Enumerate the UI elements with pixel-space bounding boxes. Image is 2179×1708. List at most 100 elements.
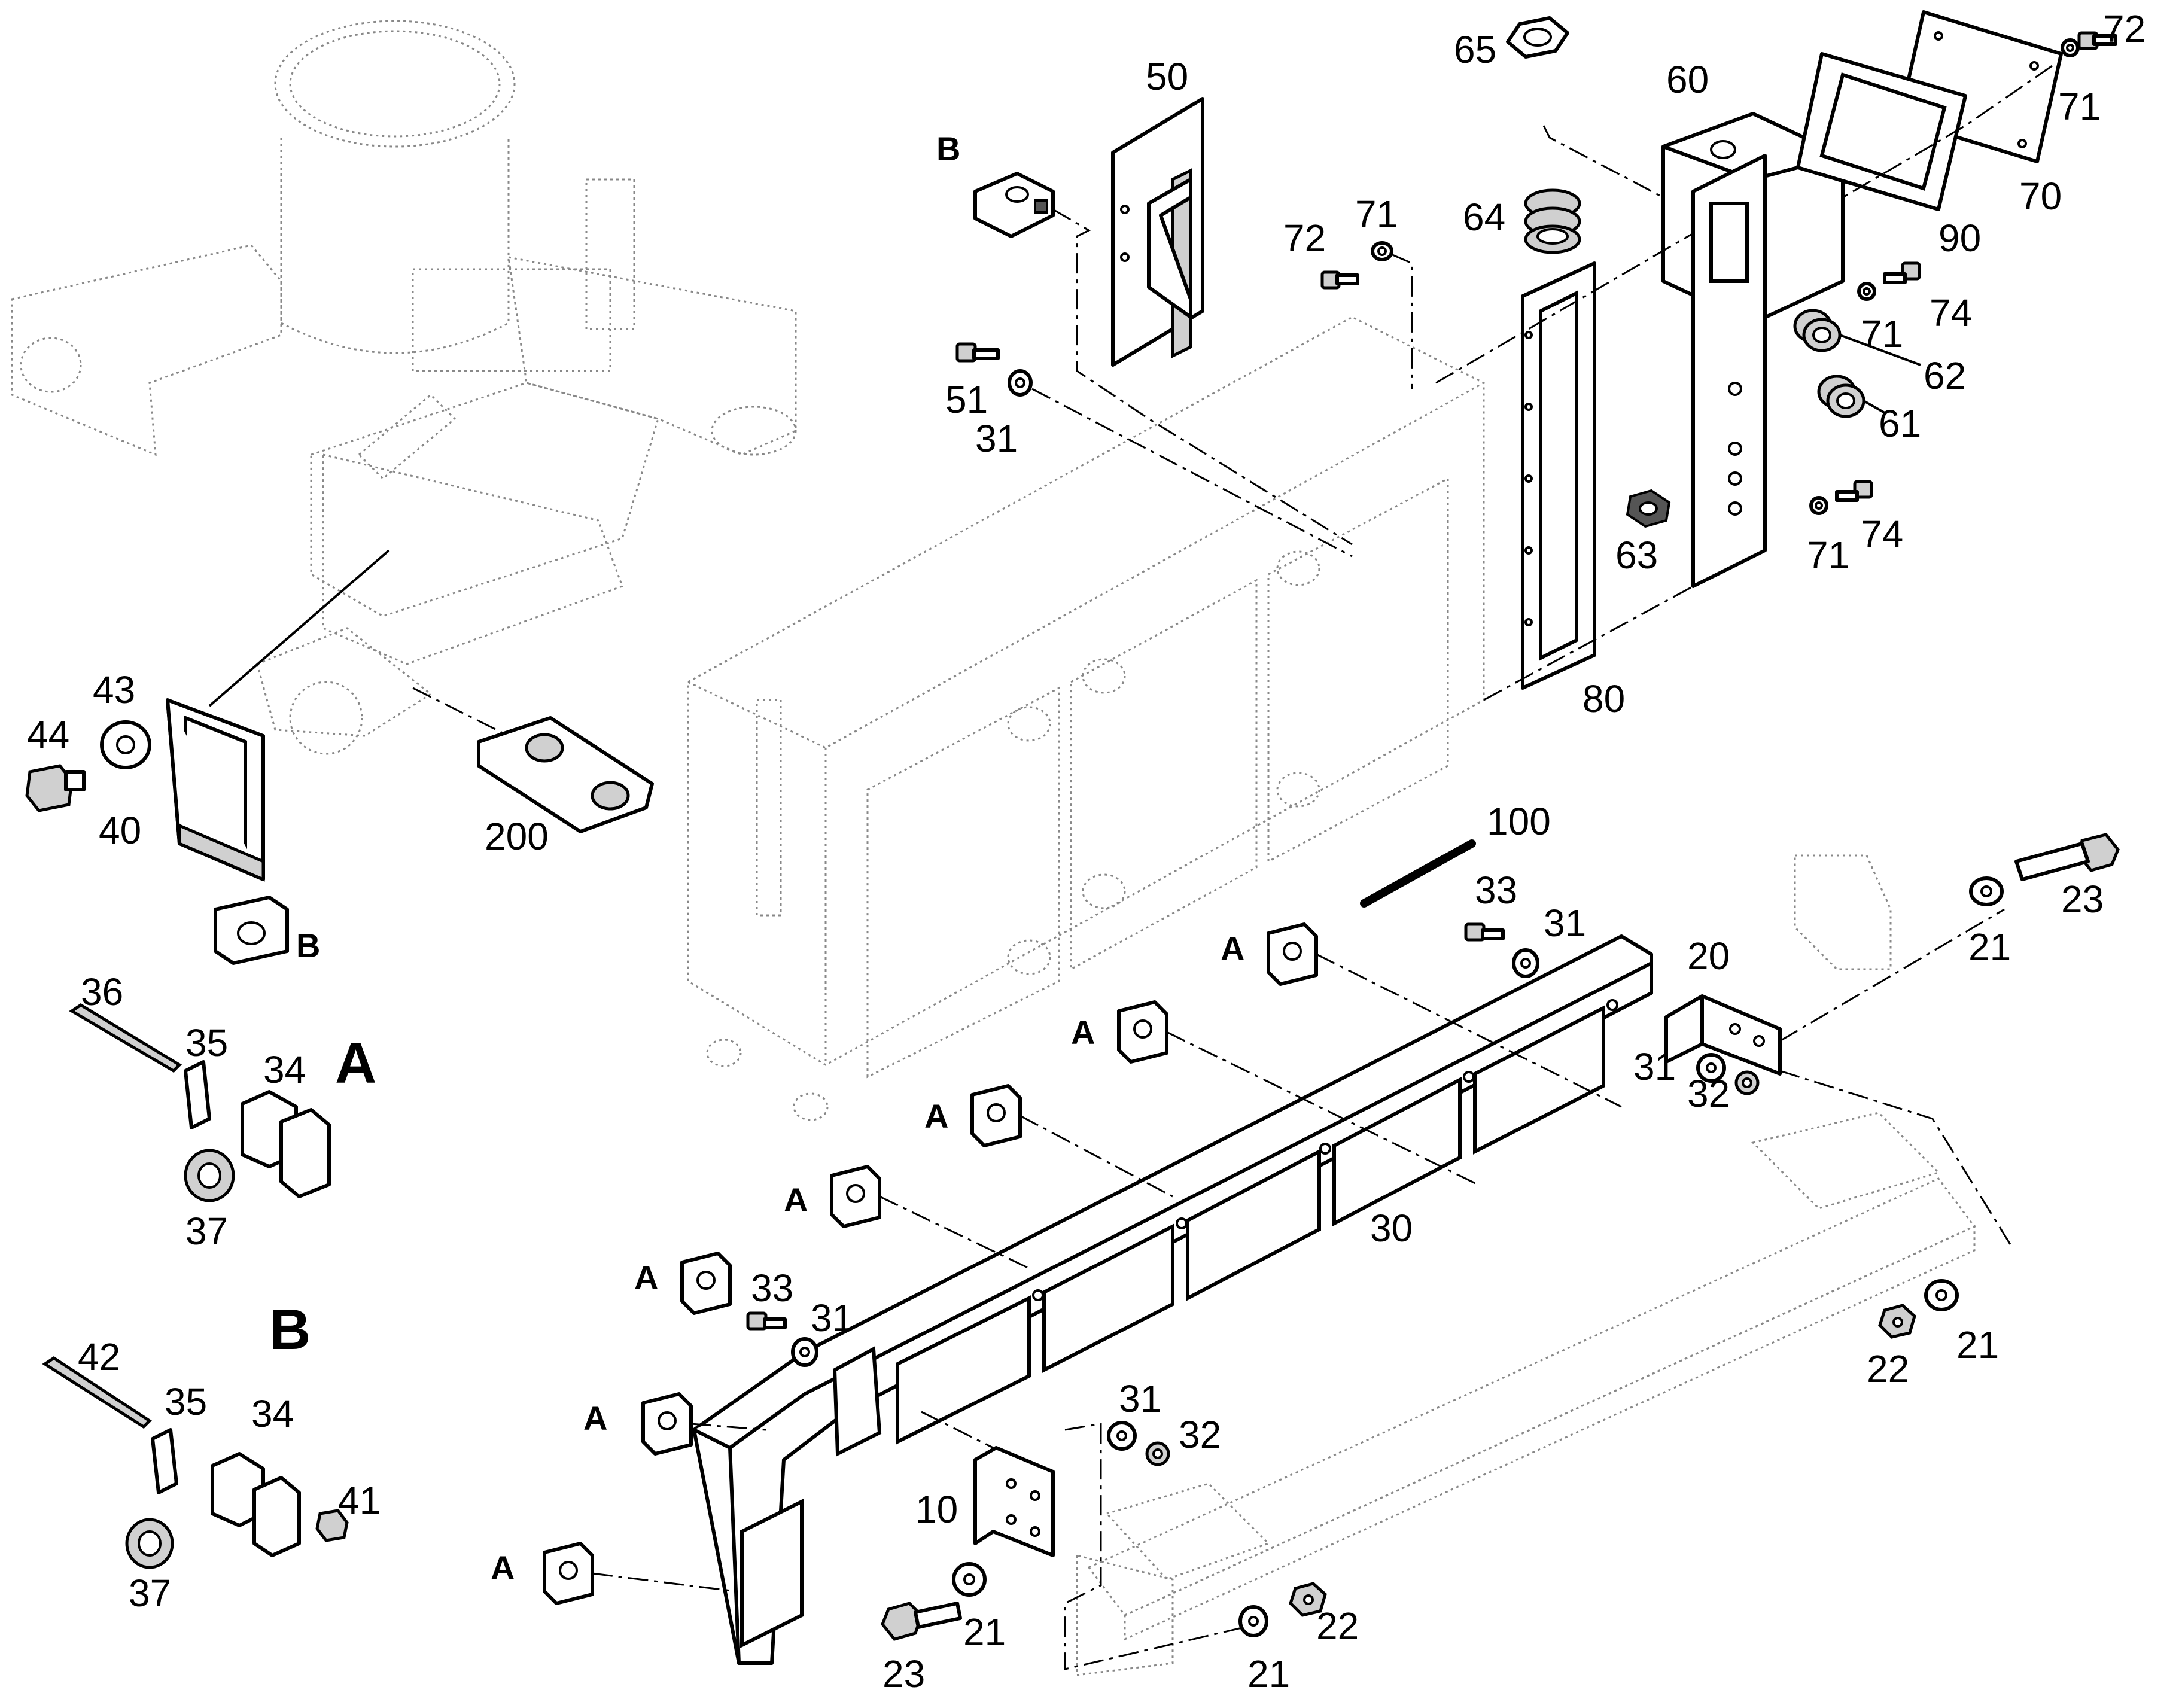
leader-a4 [879, 1195, 1030, 1269]
label-65: 65 [1454, 28, 1496, 71]
label-70: 70 [2019, 175, 2062, 218]
plate-35 [184, 1060, 211, 1129]
label-90: 90 [1938, 217, 1981, 260]
plate-35-b [151, 1428, 178, 1494]
label-a-7: A [491, 1549, 515, 1587]
label-35-b: 35 [165, 1380, 207, 1423]
label-23-bottom: 23 [882, 1652, 925, 1695]
bolt-33-lower [746, 1311, 787, 1331]
leader-a2 [1166, 1031, 1478, 1186]
clamp-a-1 [1267, 922, 1318, 986]
leader-a3 [1019, 1115, 1173, 1198]
label-a-6: A [583, 1399, 607, 1437]
label-21-bottom-right: 21 [1247, 1652, 1290, 1695]
part-90-gasket [1796, 52, 1967, 211]
clamp-b-left [214, 896, 289, 965]
label-37-b: 37 [129, 1572, 171, 1615]
leader-60b [1483, 585, 1694, 701]
part-30-rail [692, 934, 1653, 1665]
ghost-cabinet [687, 316, 1485, 1121]
label-32-bottom: 32 [1179, 1413, 1221, 1456]
clamp-a-7 [543, 1542, 594, 1605]
washer-21-right-bottom [1924, 1279, 1959, 1311]
label-40: 40 [99, 809, 141, 852]
washer-71-upper [1857, 282, 1876, 301]
part-40-bracket [166, 698, 265, 882]
leader-71 [1390, 253, 1413, 389]
washer-31-bottom [1107, 1421, 1137, 1451]
nut-22-bottom [1289, 1582, 1327, 1617]
label-30: 30 [1370, 1207, 1413, 1250]
clamp-34-d [252, 1476, 301, 1557]
bolt-23-bottom [881, 1602, 962, 1641]
label-71-lower: 71 [1807, 534, 1849, 577]
bolt-23-right [2014, 833, 2120, 881]
leader-40 [208, 549, 390, 707]
label-200: 200 [485, 815, 549, 858]
bolt-33-upper [1464, 922, 1505, 942]
label-72-top: 72 [2103, 7, 2145, 50]
leader-62 [1839, 334, 1921, 366]
clamp-a-2 [1117, 1000, 1168, 1064]
nut-41 [315, 1509, 349, 1542]
leader-51 [1031, 388, 1353, 558]
label-71-mid: 71 [1355, 193, 1398, 236]
label-74-lower: 74 [1861, 513, 1903, 556]
label-a-4: A [784, 1181, 808, 1219]
washer-21-bottom-right [1238, 1605, 1268, 1637]
nut-32-20 [1734, 1070, 1760, 1095]
detail-a-assembly [69, 1003, 331, 1202]
washer-31-rail-upper [1512, 948, 1539, 978]
washer-21-bottom-left [952, 1562, 987, 1597]
label-22-right: 22 [1867, 1347, 1909, 1390]
label-43: 43 [93, 668, 135, 711]
label-31-rail-upper: 31 [1544, 902, 1586, 945]
label-20: 20 [1687, 934, 1730, 978]
leader-a1 [1316, 953, 1622, 1108]
bolt-72-top [2077, 31, 2117, 50]
part-60-flange [1691, 154, 1767, 588]
leader-10b [1064, 1423, 1245, 1670]
label-detail-a: A [335, 1031, 376, 1095]
ghost-bedframe-assembly [11, 20, 797, 755]
label-22-bottom: 22 [1316, 1605, 1359, 1648]
washer-71-lower [1809, 496, 1828, 515]
label-50: 50 [1146, 55, 1188, 98]
label-31-20: 31 [1633, 1045, 1676, 1088]
bolt-44 [25, 764, 86, 812]
label-51: 51 [945, 378, 988, 421]
part-20-bracket [1664, 994, 1782, 1076]
part-62-gland [1793, 309, 1842, 352]
label-31-rail-lower: 31 [811, 1296, 853, 1339]
clamp-a-6 [641, 1392, 693, 1456]
clamp-a-5 [680, 1252, 732, 1315]
leader-60a [1435, 232, 1694, 384]
leader-65 [1542, 125, 1664, 199]
label-35-a: 35 [185, 1021, 228, 1064]
label-60: 60 [1666, 58, 1709, 101]
label-a-1: A [1221, 930, 1244, 967]
label-a-2: A [1071, 1013, 1095, 1051]
label-10: 10 [915, 1488, 958, 1531]
bolt-51 [955, 342, 1000, 363]
leader-20a [1779, 908, 2005, 1042]
label-23-right: 23 [2061, 878, 2104, 921]
label-31-bottom: 31 [1119, 1377, 1161, 1420]
part-200-bracket [477, 716, 654, 833]
label-32-20: 32 [1687, 1072, 1730, 1115]
leader-10 [921, 1411, 994, 1449]
label-21-right-top: 21 [1968, 925, 2011, 969]
label-detail-b: B [269, 1298, 311, 1362]
washer-31-20 [1696, 1053, 1726, 1083]
clamp-a-4 [830, 1165, 881, 1228]
clamp-b-top [973, 172, 1055, 238]
bolt-74-upper [1883, 261, 1921, 284]
label-34-b: 34 [251, 1392, 294, 1435]
label-a-5: A [634, 1259, 658, 1296]
detail-b-assembly [42, 1356, 349, 1569]
label-33-upper: 33 [1475, 869, 1517, 912]
washer-21-right-top [1969, 876, 2004, 906]
leader-20b [1779, 1070, 2011, 1245]
label-31-top: 31 [975, 417, 1018, 460]
part-64-grommet [1524, 188, 1581, 254]
